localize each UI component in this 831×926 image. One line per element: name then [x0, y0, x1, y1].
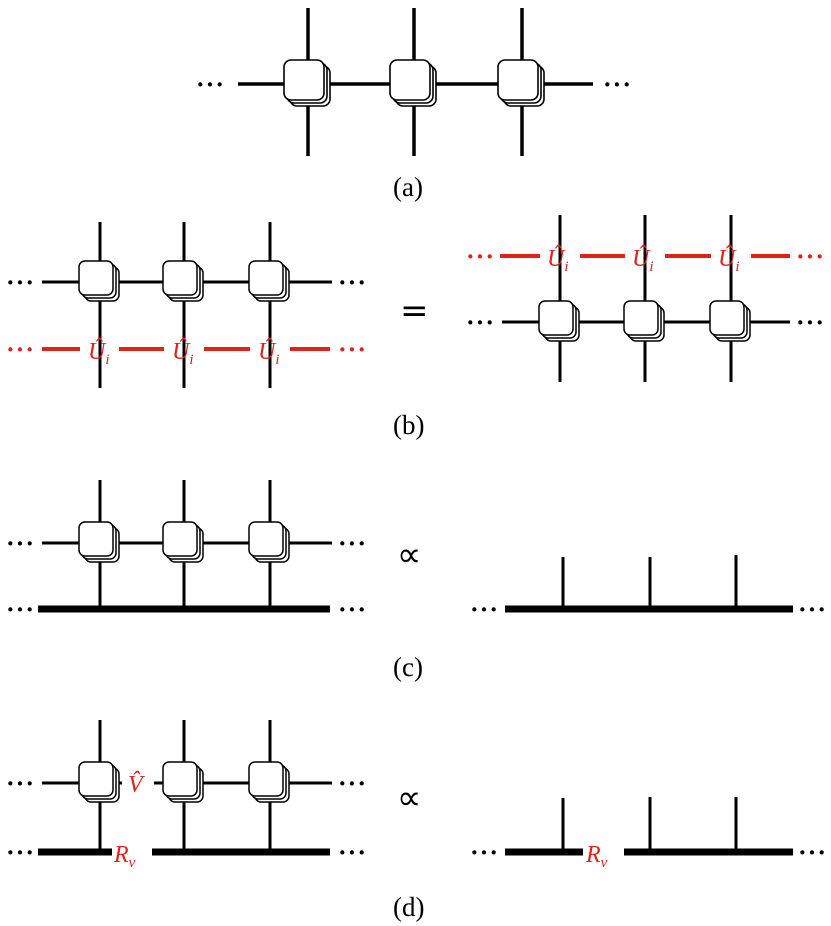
svg-text:Ûi: Ûi: [547, 245, 569, 275]
operator-label-v: V̂: [128, 771, 145, 798]
tensor-node: [162, 521, 204, 563]
panel-b-right-bonds: [502, 215, 790, 382]
tensor-node: [248, 761, 290, 803]
svg-text:Ûi: Ûi: [718, 245, 740, 275]
ellipsis-left: ···: [6, 268, 35, 297]
proportional-sign: ∝: [397, 535, 421, 575]
caption-d: (d): [393, 892, 424, 922]
ellipsis-left: ···: [196, 70, 225, 99]
ellipsis-right-red: ···: [796, 242, 825, 271]
tensor-node: [162, 761, 204, 803]
ellipsis-right-red: ···: [338, 335, 367, 364]
ellipsis-left: ···: [466, 308, 495, 337]
operator-labels-right: Ûi Ûi Ûi: [547, 245, 740, 275]
svg-text:Ûi: Ûi: [88, 338, 110, 368]
tensor-node: [162, 260, 204, 302]
panel-a: ··· ··· (a): [196, 8, 632, 202]
ellipsis-right: ···: [798, 595, 827, 624]
tensor-node: [78, 260, 120, 302]
tensor-node: [248, 260, 290, 302]
panel-d-right-bonds: [561, 797, 738, 852]
ellipsis-left: ···: [6, 595, 35, 624]
ellipsis-right: ···: [338, 268, 367, 297]
panel-d: V̂ Rv ··· ··· ··· ··· ∝ Rv ··· ··· (d): [6, 720, 827, 922]
ellipsis-right: ···: [796, 308, 825, 337]
svg-text:Ûi: Ûi: [172, 338, 194, 368]
caption-c: (c): [393, 652, 423, 682]
tensor-node: [497, 59, 545, 107]
ellipsis-right: ···: [338, 769, 367, 798]
ellipsis-left: ···: [470, 838, 499, 867]
tensor-node: [538, 300, 580, 342]
operator-labels-left: Ûi Ûi Ûi: [88, 338, 280, 368]
boundary-label-right: Rv: [585, 842, 608, 871]
svg-text:Ûi: Ûi: [258, 338, 280, 368]
panel-c-right-bonds: [561, 555, 738, 609]
panel-c: ··· ··· ··· ··· ∝ ··· ··· (c): [6, 480, 827, 682]
ellipsis-right: ···: [798, 838, 827, 867]
ellipsis-left: ···: [6, 838, 35, 867]
tensor-node: [389, 59, 437, 107]
boundary-label-left: Rv: [113, 842, 136, 871]
ellipsis-left: ···: [6, 529, 35, 558]
tensor-node: [623, 300, 665, 342]
panel-b: Ûi Ûi Ûi ··· ··· ··· ··· = Ûi Ûi Ûi: [6, 215, 825, 440]
ellipsis-left: ···: [6, 769, 35, 798]
caption-b: (b): [393, 410, 424, 440]
ellipsis-right: ···: [338, 529, 367, 558]
ellipsis-left: ···: [470, 595, 499, 624]
ellipsis-left-red: ···: [466, 242, 495, 271]
proportional-sign: ∝: [397, 778, 421, 818]
tensor-node: [248, 521, 290, 563]
caption-a: (a): [393, 172, 423, 202]
tensor-node: [283, 59, 331, 107]
tensor-node: [709, 300, 751, 342]
ellipsis-right: ···: [338, 838, 367, 867]
ellipsis-right: ···: [603, 70, 632, 99]
equals-sign: =: [400, 291, 429, 331]
svg-text:Ûi: Ûi: [632, 245, 654, 275]
tensor-node: [78, 761, 120, 803]
ellipsis-right: ···: [338, 595, 367, 624]
tensor-node: [78, 521, 120, 563]
ellipsis-left-red: ···: [6, 335, 35, 364]
